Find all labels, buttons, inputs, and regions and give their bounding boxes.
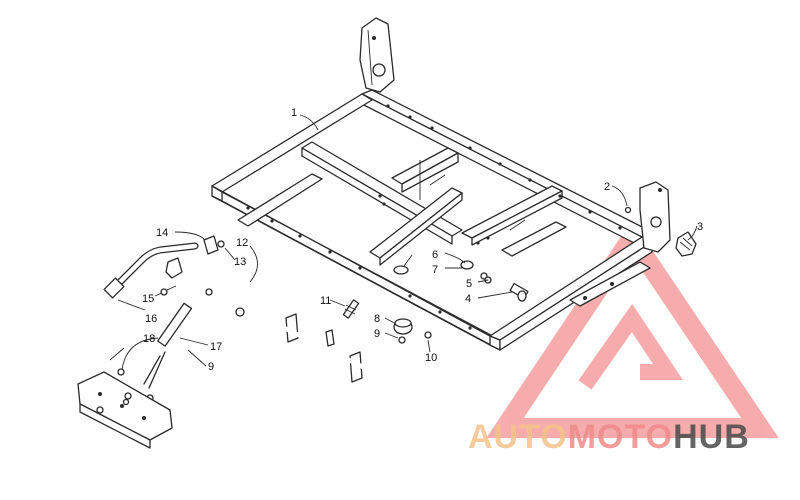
support-rod bbox=[225, 297, 478, 471]
callout-2: 2 bbox=[604, 181, 610, 193]
callout-3: 3 bbox=[697, 221, 703, 233]
callout-6: 6 bbox=[432, 249, 438, 261]
callout-5: 5 bbox=[466, 278, 472, 290]
callout-4: 4 bbox=[465, 293, 471, 305]
callout-11: 11 bbox=[320, 295, 331, 307]
leader-lines bbox=[109, 114, 698, 371]
callout-10: 10 bbox=[425, 352, 437, 364]
watermark-moto: MOTO bbox=[568, 418, 673, 456]
callout-labels: 1 2 3 4 5 6 7 8 9 10 11 12 13 14 15 16 1… bbox=[142, 107, 703, 373]
mount-plate bbox=[77, 368, 173, 449]
callout-12: 12 bbox=[236, 237, 248, 249]
side-mount-bracket bbox=[624, 181, 697, 257]
callout-17: 17 bbox=[210, 341, 222, 353]
watermark-hub: HUB bbox=[673, 418, 750, 456]
callout-16: 16 bbox=[145, 313, 157, 325]
svg-text:AUTOMOTOHUB: AUTOMOTOHUB bbox=[468, 418, 750, 456]
callout-14: 14 bbox=[156, 227, 168, 239]
center-hardware bbox=[393, 260, 529, 302]
callout-1: 1 bbox=[291, 107, 297, 119]
latch-rod bbox=[103, 235, 225, 299]
callout-9b: 9 bbox=[208, 361, 214, 373]
callout-7: 7 bbox=[432, 264, 438, 276]
watermark-auto: AUTO bbox=[468, 418, 568, 456]
rear-mount-bracket bbox=[359, 17, 395, 93]
callout-13: 13 bbox=[234, 256, 246, 268]
gas-strut bbox=[143, 288, 245, 412]
frame-holes bbox=[246, 104, 622, 330]
callout-8: 8 bbox=[374, 313, 380, 325]
callout-15: 15 bbox=[142, 293, 154, 305]
callout-9a: 9 bbox=[374, 328, 380, 340]
watermark-wordmark: AUTOMOTOHUB bbox=[468, 418, 750, 456]
callout-18: 18 bbox=[143, 333, 155, 345]
rack-frame bbox=[211, 89, 653, 383]
watermark-logo bbox=[486, 220, 779, 438]
